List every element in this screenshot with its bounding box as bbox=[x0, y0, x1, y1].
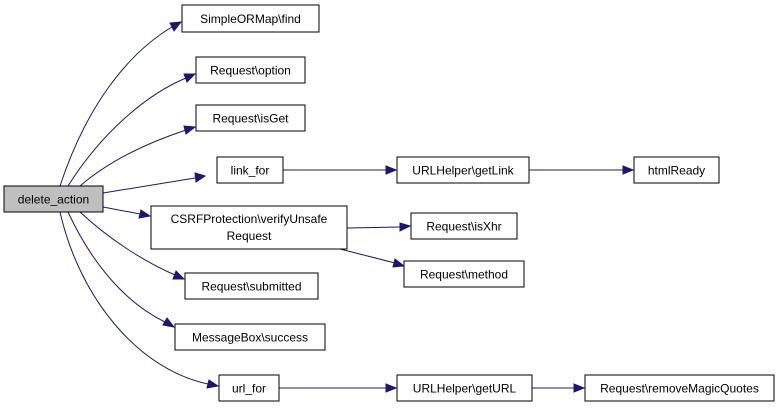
edge-delete-action-to-messagebox-success bbox=[67, 211, 166, 323]
edge-arrowhead bbox=[162, 317, 176, 328]
edge-arrowhead bbox=[194, 172, 207, 183]
edge-arrowhead bbox=[169, 21, 183, 32]
node-urlhelper-getlink[interactable]: URLHelper\getLink bbox=[396, 156, 530, 184]
edge-delete-action-to-csrf bbox=[102, 206, 141, 215]
node-label: delete_action bbox=[18, 193, 89, 207]
edge-arrowhead bbox=[138, 209, 152, 219]
node-delete-action[interactable]: delete_action bbox=[3, 185, 104, 213]
edge-arrowhead bbox=[183, 73, 197, 83]
node-label: Request\removeMagicQuotes bbox=[600, 382, 759, 396]
node-messagebox-success[interactable]: MessageBox\success bbox=[174, 323, 326, 351]
node-label: Request\submitted bbox=[201, 280, 301, 294]
node-label: URLHelper\getLink bbox=[412, 164, 514, 178]
edge-arrowhead bbox=[385, 165, 398, 175]
node-link-for[interactable]: link_for bbox=[216, 156, 284, 184]
node-label: Request\method bbox=[420, 268, 508, 282]
node-label: SimpleORMap\find bbox=[200, 12, 301, 26]
node-label: htmlReady bbox=[648, 164, 705, 178]
edge-arrowhead bbox=[183, 125, 197, 135]
node-csrf-verify-unsafe-request[interactable]: CSRFProtection\verifyUnsafe Request bbox=[150, 205, 348, 250]
node-label: Request\isGet bbox=[212, 112, 289, 126]
edge-delete-action-to-url-for bbox=[59, 211, 209, 385]
edge-delete-action-to-link-for bbox=[102, 177, 196, 194]
edge-delete-action-to-request-option bbox=[67, 77, 187, 187]
node-request-method[interactable]: Request\method bbox=[403, 260, 525, 288]
node-htmlready[interactable]: htmlReady bbox=[633, 156, 720, 184]
node-url-for[interactable]: url_for bbox=[218, 374, 280, 402]
node-request-removemagicquotes[interactable]: Request\removeMagicQuotes bbox=[584, 374, 775, 402]
edge-arrowhead bbox=[172, 270, 186, 280]
node-simpleormap-find[interactable]: SimpleORMap\find bbox=[181, 4, 320, 33]
node-label-line1: CSRFProtection\verifyUnsafe bbox=[171, 212, 328, 226]
edge-delete-action-to-request-isget bbox=[79, 129, 187, 187]
node-label-line2: Request bbox=[227, 229, 272, 243]
node-label: Request\isXhr bbox=[426, 220, 501, 234]
node-label: link_for bbox=[231, 164, 270, 178]
edge-arrowhead bbox=[622, 165, 635, 175]
node-request-isxhr[interactable]: Request\isXhr bbox=[410, 212, 518, 240]
node-urlhelper-geturl[interactable]: URLHelper\getURL bbox=[396, 374, 533, 402]
node-label: URLHelper\getURL bbox=[413, 382, 517, 396]
edge-arrowhead bbox=[573, 383, 586, 393]
edge-csrf-to-request-method bbox=[339, 248, 396, 264]
node-label: MessageBox\success bbox=[192, 331, 308, 345]
node-request-isget[interactable]: Request\isGet bbox=[195, 104, 306, 132]
node-request-option[interactable]: Request\option bbox=[195, 56, 306, 84]
node-label: url_for bbox=[232, 382, 266, 396]
edge-delete-action-to-request-submitted bbox=[79, 211, 176, 276]
edge-csrf-to-request-isxhr bbox=[346, 226, 401, 229]
edge-arrowhead bbox=[385, 383, 398, 393]
edge-delete-action-to-simpleormap-find bbox=[59, 26, 173, 187]
edge-arrowhead bbox=[206, 379, 220, 389]
edges bbox=[59, 21, 635, 393]
node-request-submitted[interactable]: Request\submitted bbox=[184, 272, 319, 300]
edge-arrowhead bbox=[392, 258, 406, 268]
edge-arrowhead bbox=[399, 222, 412, 232]
node-label: Request\option bbox=[210, 64, 291, 78]
